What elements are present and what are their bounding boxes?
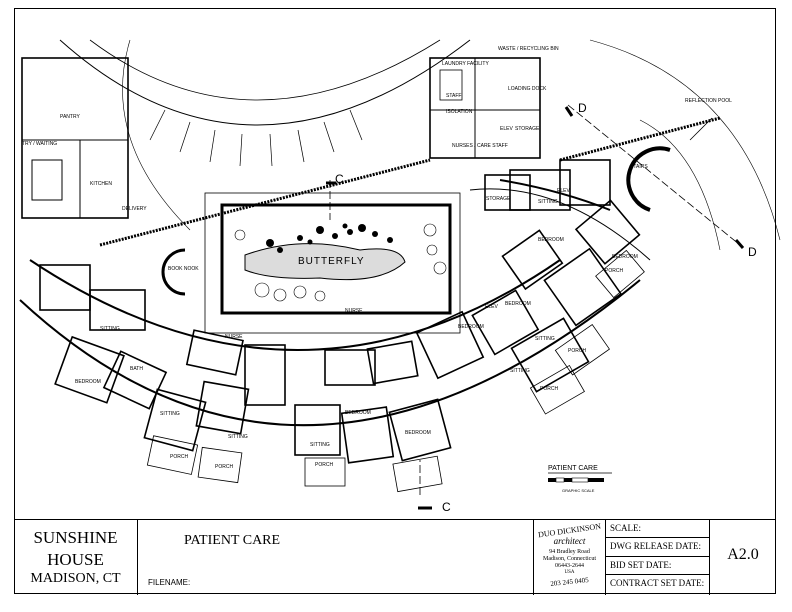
elev-label: ELEV	[557, 188, 570, 194]
butterfly-garden	[220, 203, 452, 315]
section-lines	[326, 104, 745, 510]
bath-label: BATH	[130, 366, 143, 372]
scale-caption: GRAPHIC SCALE	[562, 488, 595, 493]
kitchen-wing	[21, 57, 129, 219]
nurse-station-east-label: NURSE	[345, 308, 363, 314]
porches	[146, 249, 645, 493]
elev-label: ELEV	[485, 304, 498, 310]
legend-title: PATIENT CARE	[548, 465, 598, 472]
sitting-label: SITTING	[535, 336, 555, 342]
section-c-bottom: C	[442, 500, 451, 514]
corridor-wall-west	[99, 158, 431, 247]
sitting-label: SITTING	[538, 199, 558, 205]
graphic-scale: PATIENT CARE GRAPHIC SCALE	[548, 465, 612, 493]
laundry-label: LAUNDRY FACILITY	[442, 61, 489, 67]
porch-label: PORCH	[215, 464, 233, 470]
storage-label: STORAGE	[486, 196, 511, 202]
parking-curb	[59, 39, 471, 126]
bedroom-label: BEDROOM	[345, 410, 371, 416]
parking-stalls	[149, 109, 363, 167]
stair-tower	[626, 146, 671, 212]
bedroom-label: BEDROOM	[75, 379, 101, 385]
project-cell: SUNSHINE HOUSE MADISON, CT	[14, 520, 138, 595]
stairs-label: STAIRS	[630, 164, 648, 170]
reflection-pool-label: REFLECTION POOL	[685, 98, 732, 104]
section-d-bottom: D	[748, 245, 757, 259]
firm-subtitle: architect	[553, 536, 586, 546]
parking-inner-curb	[89, 39, 441, 101]
bedroom-label: BEDROOM	[538, 237, 564, 243]
porch-label: PORCH	[315, 462, 333, 468]
sitting-label: SITTING	[160, 411, 180, 417]
sheet-number: A2.0	[727, 546, 759, 563]
kitchen-label: KITCHEN	[90, 181, 112, 187]
pantry-label: PANTRY	[60, 114, 80, 120]
waste-label: WASTE / RECYCLING BIN	[498, 46, 559, 52]
project-location: MADISON, CT	[30, 571, 121, 586]
architect-cell: DUO DICKINSON architect 94 Bradley Road …	[534, 520, 606, 595]
staff-label: STAFF	[446, 93, 461, 99]
sitting-label: SITTING	[228, 434, 248, 440]
butterfly-pond	[244, 243, 406, 281]
porch-label: PORCH	[540, 386, 558, 392]
firm-address-3: 06443-2644	[555, 563, 584, 569]
sheet-number-cell: A2.0	[710, 520, 776, 595]
sheet-title-cell: PATIENT CARE FILENAME:	[138, 520, 534, 595]
nurses-label: NURSES / CARE STAFF	[452, 143, 508, 149]
firm-address-2: Madison, Connecticut	[543, 556, 596, 562]
elev-label: ELEV	[500, 126, 513, 132]
entry-label: TRY / WAITING	[22, 141, 57, 147]
corridor-wall-east	[559, 116, 721, 162]
title-block: SUNSHINE HOUSE MADISON, CT PATIENT CARE …	[14, 519, 776, 595]
book-nook-label: BOOK NOOK	[168, 266, 199, 272]
garden-plantings	[266, 223, 393, 253]
bedroom-label: BEDROOM	[458, 324, 484, 330]
dates-cell: SCALE: DWG RELEASE DATE: BID SET DATE: C…	[606, 520, 710, 595]
porch-label: PORCH	[170, 454, 188, 460]
sheet-title: PATIENT CARE	[184, 533, 281, 548]
loading-dock-label: LOADING DOCK	[508, 86, 547, 92]
filename-label: FILENAME:	[148, 578, 191, 587]
firm-address-4: USA	[564, 570, 575, 575]
service-wing	[429, 57, 541, 159]
sitting-label: SITTING	[310, 442, 330, 448]
storage-label: STORAGE	[515, 126, 540, 132]
courtyard-outline	[204, 192, 461, 334]
release-date-label: DWG RELEASE DATE:	[610, 541, 701, 551]
porch-label: PORCH	[568, 348, 586, 354]
project-name-line2: HOUSE	[47, 550, 104, 569]
wing-inner-arc	[29, 259, 561, 351]
bedroom-label: BEDROOM	[505, 301, 531, 307]
firm-phone: 203 245 0405	[549, 576, 590, 588]
sheet-border	[14, 8, 776, 594]
bedroom-label: BEDROOM	[612, 254, 638, 260]
wing-outer-arc	[19, 279, 641, 427]
garden-shrubs	[234, 223, 447, 302]
firm-address-1: 94 Bradley Road	[549, 549, 590, 555]
delivery-label: DELIVERY	[122, 206, 147, 212]
sitting-label: SITTING	[510, 368, 530, 374]
porch-label: PORCH	[605, 268, 623, 274]
section-c-top: C	[335, 172, 344, 186]
book-nook-wall	[161, 248, 186, 296]
project-name-line1: SUNSHINE	[33, 528, 118, 547]
sitting-label: SITTING	[100, 326, 120, 332]
isolation-label: ISOLATION	[446, 109, 473, 115]
patient-rooms	[39, 159, 641, 464]
scale-label: SCALE:	[610, 523, 642, 533]
section-d-top: D	[578, 101, 587, 115]
bedroom-label: BEDROOM	[405, 430, 431, 436]
nurse-station-west-label: NURSE	[225, 334, 243, 340]
contract-date-label: CONTRACT SET DATE:	[610, 578, 705, 588]
butterfly-label: BUTTERFLY	[298, 256, 365, 267]
bid-date-label: BID SET DATE:	[610, 560, 672, 570]
